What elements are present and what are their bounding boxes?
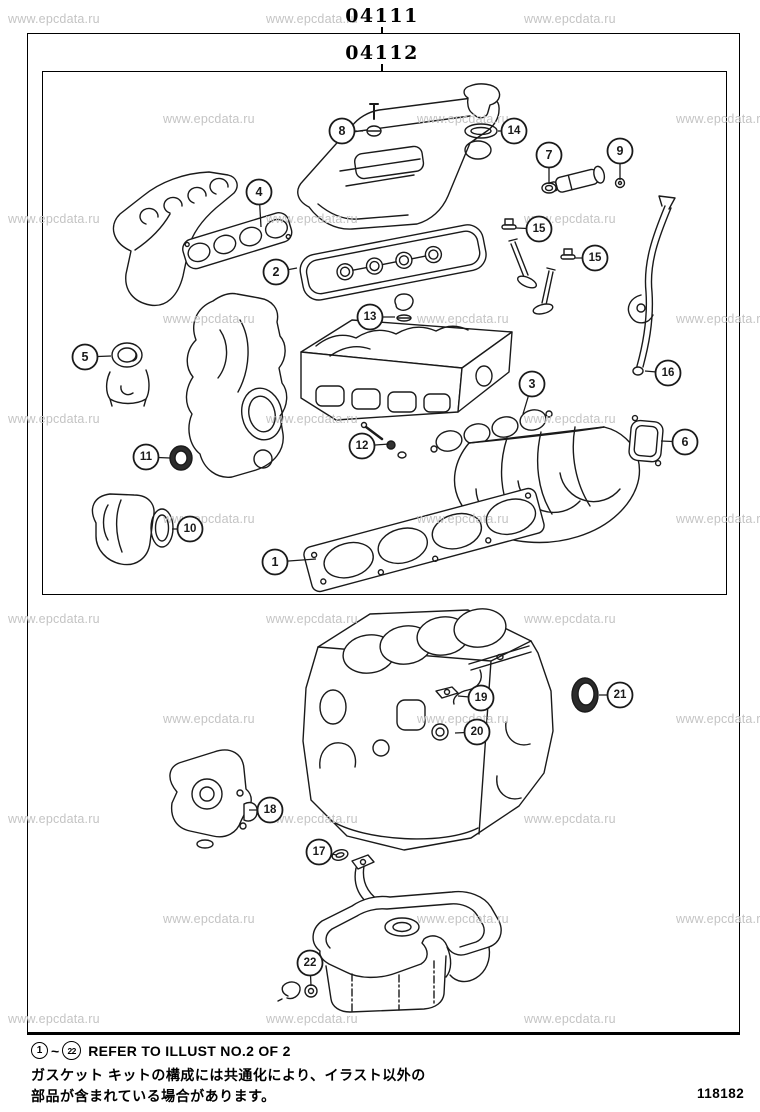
inner-group-frame [42,71,727,595]
callout-circle [463,718,491,746]
callout-circle [261,548,289,576]
callout-number: 5 [82,350,89,364]
callout-circle [535,141,563,169]
callout-21: 21 [599,681,634,709]
callout-circle [71,343,99,371]
callout-circle [581,244,609,272]
callout-number: 1 [272,555,279,569]
figure-code-outer: 04111 [345,5,419,27]
callout-17: 17 [305,838,338,866]
callout-number: 17 [313,846,326,858]
callout-3: 3 [518,370,546,415]
callout-number: 13 [364,311,377,323]
callout-20: 20 [454,718,491,746]
callout-18: 18 [249,796,284,824]
callout-13: 13 [356,303,395,331]
callout-number: 15 [533,223,546,235]
callout-circle [467,684,495,712]
callout-number: 16 [662,367,675,379]
outer-group-frame [27,33,740,1035]
callout-8: 8 [328,117,366,145]
callout-number: 7 [546,148,553,162]
callout-number: 20 [471,726,484,738]
callout-number: 14 [508,125,521,137]
refer-note: 1 ~ 22 REFER TO ILLUST NO.2 OF 2 [31,1041,291,1060]
callout-number: 12 [356,440,369,452]
callout-6: 6 [660,428,699,456]
callout-circle [518,370,546,398]
callout-circle [132,443,160,471]
callout-circle [262,258,290,286]
callout-circle [348,432,376,460]
callout-number: 9 [617,144,624,158]
callout-number: 6 [682,435,689,449]
circled-number-start: 1 [31,1042,48,1059]
japanese-note-line-2: 部品が含まれている場合があります。 [31,1088,276,1104]
callout-7: 7 [535,141,563,184]
callout-number: 3 [529,377,536,391]
callout-22: 22 [296,949,324,987]
callout-circle [176,515,204,543]
callout-15: 15 [515,215,553,243]
callout-1: 1 [261,548,317,576]
callout-circle [654,359,682,387]
callout-circle [328,117,356,145]
figure-code-inner: 04112 [345,42,419,64]
callout-circle [606,137,634,165]
code-pointer-line [381,64,383,71]
callout-14: 14 [498,117,528,145]
callout-15: 15 [575,244,609,272]
callout-number: 18 [264,804,277,816]
refer-text: REFER TO ILLUST NO.2 OF 2 [88,1042,291,1059]
callout-circle [525,215,553,243]
callout-number: 15 [589,252,602,264]
code-pointer-line [381,27,383,33]
callout-circle [606,681,634,709]
callout-number: 19 [475,692,488,704]
callout-2: 2 [262,258,298,286]
callout-number: 2 [273,265,280,279]
circled-number-end: 22 [62,1041,82,1060]
callout-circle [356,303,384,331]
callout-11: 11 [132,443,171,471]
callout-9: 9 [606,137,634,180]
callout-circle [296,949,324,977]
callout-5: 5 [71,343,112,371]
callout-number: 8 [339,124,346,138]
callout-number: 11 [140,451,153,463]
japanese-note-line-1: ガスケット キットの構成には共通化により、イラスト以外の [31,1067,426,1083]
callout-number: 22 [304,957,317,969]
drawing-number: 118182 [697,1086,745,1101]
callout-12: 12 [348,432,390,460]
callout-circle [245,178,273,206]
callout-number: 4 [256,185,263,199]
callout-19: 19 [457,684,495,712]
callout-16: 16 [644,359,682,387]
callout-circle [671,428,699,456]
callout-10: 10 [172,515,204,543]
callout-number: 21 [614,689,627,701]
callout-circle [500,117,528,145]
callout-number: 10 [184,523,197,535]
range-tilde: ~ [51,1042,60,1059]
callout-circle [305,838,333,866]
callout-4: 4 [245,178,273,228]
callout-circle [256,796,284,824]
